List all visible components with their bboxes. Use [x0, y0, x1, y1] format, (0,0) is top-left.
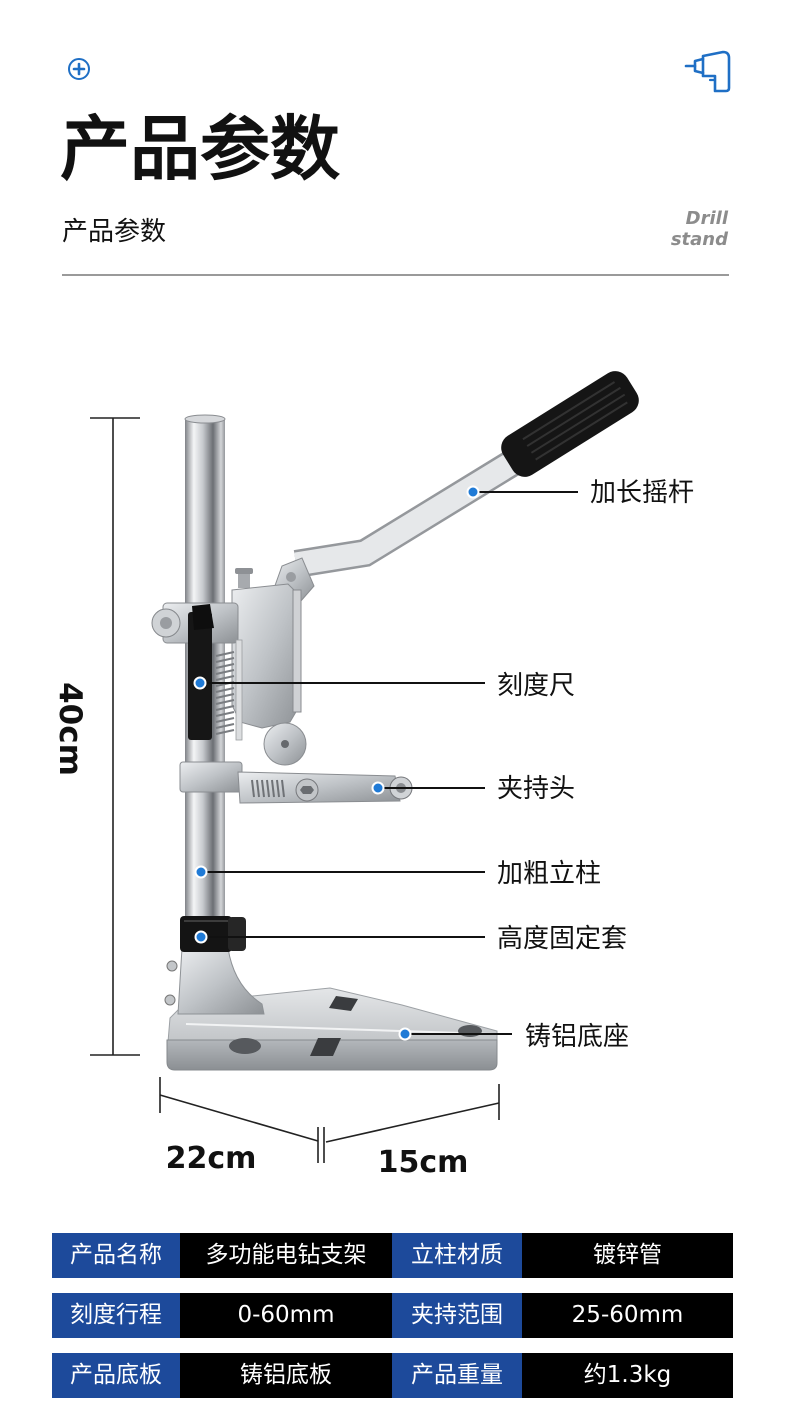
spec-table: 产品名称 多功能电钻支架 立柱材质 镀锌管 刻度行程 0-60mm 夹持范围 2…	[52, 1233, 733, 1413]
callout-dot-pole	[194, 865, 208, 879]
spec-label: 夹持范围	[392, 1293, 522, 1338]
depth-dial-center	[281, 740, 289, 748]
spec-value: 多功能电钻支架	[180, 1233, 392, 1278]
head-top-bolt-cap	[235, 568, 253, 574]
callout-dot-lever	[466, 485, 480, 499]
column-casting	[177, 947, 265, 1015]
spec-row: 产品名称 多功能电钻支架 立柱材质 镀锌管	[52, 1233, 733, 1278]
lever-grip	[501, 371, 639, 477]
lever-grip-body	[501, 371, 639, 477]
linkage-bolt	[286, 572, 296, 582]
height-dimension-label: 40cm	[52, 682, 88, 776]
spec-value: 约1.3kg	[522, 1353, 733, 1398]
callout-label-pole: 加粗立柱	[497, 859, 602, 889]
spec-value: 镀锌管	[522, 1233, 733, 1278]
depth-dimension-line	[159, 1094, 319, 1142]
base-bolt-upper	[166, 960, 178, 972]
head-top-bolt	[238, 572, 250, 588]
lock-lever-plate	[188, 612, 212, 740]
spec-label: 立柱材质	[392, 1233, 522, 1278]
width-dimension-label: 15cm	[377, 1145, 469, 1180]
page-title: 产品参数	[60, 108, 340, 190]
plus-circle-icon[interactable]	[67, 57, 91, 81]
return-spring	[215, 651, 235, 735]
page-subtitle: 产品参数	[62, 217, 167, 247]
depth-scale-strip	[235, 639, 243, 741]
callout-dot-collar	[194, 930, 208, 944]
spec-label: 产品名称	[52, 1233, 180, 1278]
callout-label-base: 铸铝底座	[525, 1022, 630, 1052]
collar-knob	[228, 917, 246, 951]
pole-top-cap	[184, 414, 226, 424]
height-fixing-collar	[180, 916, 246, 952]
grip-ridge	[530, 393, 626, 454]
width-dimension-line	[325, 1102, 500, 1143]
spec-label: 产品重量	[392, 1353, 522, 1398]
extended-lever	[293, 371, 639, 578]
spec-row: 刻度行程 0-60mm 夹持范围 25-60mm	[52, 1293, 733, 1338]
head-block	[231, 583, 301, 729]
lever-bar-face	[294, 453, 519, 576]
callout-label-collar: 高度固定套	[497, 924, 628, 954]
head-guide-rod	[292, 589, 302, 713]
spec-label: 刻度行程	[52, 1293, 180, 1338]
callout-dot-clamp	[371, 781, 385, 795]
base-slot-front	[310, 1038, 341, 1056]
head-end-cap-center	[160, 617, 172, 629]
callout-label-clamp: 夹持头	[497, 774, 576, 804]
spec-value: 铸铝底板	[180, 1353, 392, 1398]
grip-ridge	[522, 381, 616, 441]
spec-label: 产品底板	[52, 1353, 180, 1398]
clamp-left-block	[179, 761, 243, 793]
spec-value: 0-60mm	[180, 1293, 392, 1338]
depth-dimension-label: 22cm	[165, 1141, 257, 1176]
base-bolt-lower	[164, 994, 176, 1006]
english-caption-line1: Drill	[685, 208, 728, 229]
callout-label-scale: 刻度尺	[497, 671, 576, 701]
grip-ridge	[526, 386, 621, 447]
base-groove	[185, 1023, 493, 1035]
spec-value: 25-60mm	[522, 1293, 733, 1338]
base-slot-back	[329, 996, 358, 1011]
spec-row: 产品底板 铸铝底板 产品重量 约1.3kg	[52, 1353, 733, 1398]
clamp-spring	[251, 779, 285, 798]
base-hole-right	[458, 1025, 482, 1037]
carriage-head	[151, 568, 307, 766]
lock-lever-tab	[192, 604, 214, 630]
grip-ridge	[535, 401, 628, 461]
callout-dot-base	[398, 1027, 412, 1041]
cast-aluminum-base	[166, 987, 498, 1071]
callout-dot-scale	[193, 676, 207, 690]
drill-icon[interactable]	[683, 48, 731, 94]
english-caption: Drill stand	[671, 208, 728, 250]
english-caption-line2: stand	[670, 229, 728, 250]
base-hole-left	[229, 1038, 261, 1054]
callout-label-lever: 加长摇杆	[590, 478, 695, 508]
clamp-bolt-hex	[300, 786, 314, 794]
header-divider	[62, 274, 729, 276]
clamp-head	[179, 761, 413, 804]
